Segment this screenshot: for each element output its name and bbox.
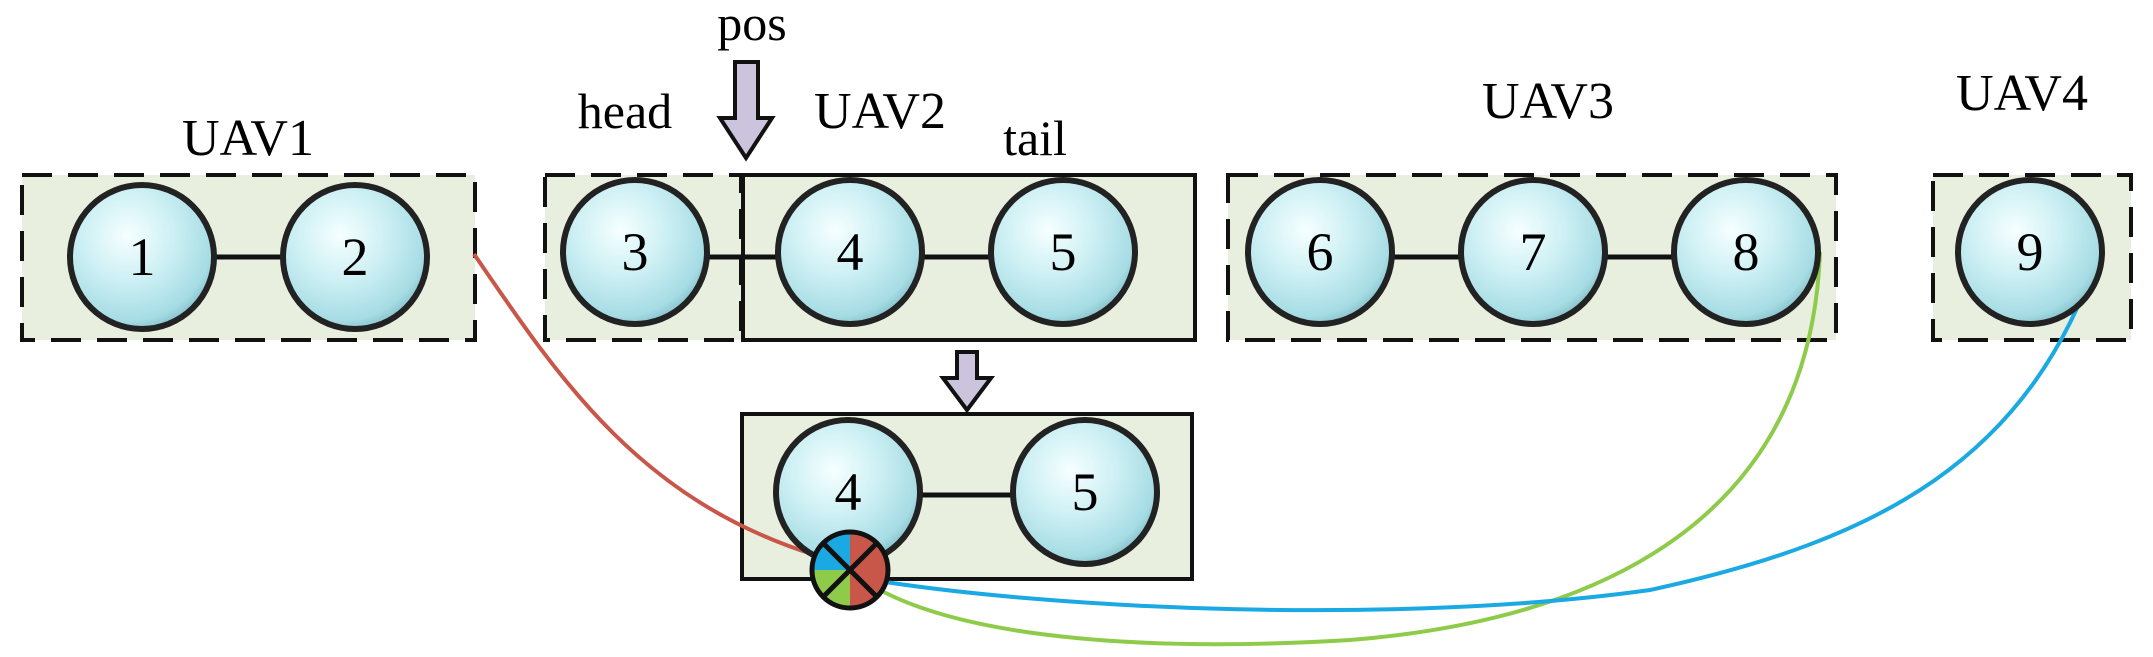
pos-label: pos — [717, 0, 786, 51]
node-9-label: 9 — [2017, 222, 2044, 282]
split-node-4-label: 4 — [835, 462, 862, 522]
split-node-5-label: 5 — [1072, 462, 1099, 522]
node-2: 2 — [280, 182, 430, 332]
merge-symbol-icon — [809, 529, 891, 611]
node-7: 7 — [1458, 177, 1608, 327]
node-3-label: 3 — [622, 222, 649, 282]
node-4: 4 — [775, 177, 925, 327]
uav1-label: UAV1 — [182, 110, 314, 167]
split-node-5: 5 — [1010, 417, 1160, 567]
node-2-label: 2 — [342, 227, 369, 287]
node-1: 1 — [67, 182, 217, 332]
uav3-label: UAV3 — [1482, 73, 1614, 130]
node-7-label: 7 — [1520, 222, 1547, 282]
link-uav4-curve — [859, 249, 2102, 613]
node-6: 6 — [1245, 177, 1395, 327]
node-5: 5 — [988, 177, 1138, 327]
uav4-label: UAV4 — [1956, 65, 2088, 122]
pos-arrow-icon — [716, 60, 776, 162]
node-6-label: 6 — [1307, 222, 1334, 282]
node-1-label: 1 — [129, 227, 156, 287]
link-uav1-curve — [472, 252, 816, 557]
link-uav3-curve — [858, 251, 1822, 647]
tail-label: tail — [1003, 110, 1067, 166]
head-label: head — [578, 83, 672, 139]
node-5-label: 5 — [1050, 222, 1077, 282]
node-3: 3 — [560, 177, 710, 327]
uav2-label: UAV2 — [814, 83, 946, 140]
node-9: 9 — [1955, 177, 2105, 327]
split-arrow-icon — [939, 350, 995, 414]
node-8: 8 — [1671, 177, 1821, 327]
node-8-label: 8 — [1733, 222, 1760, 282]
node-4-label: 4 — [837, 222, 864, 282]
